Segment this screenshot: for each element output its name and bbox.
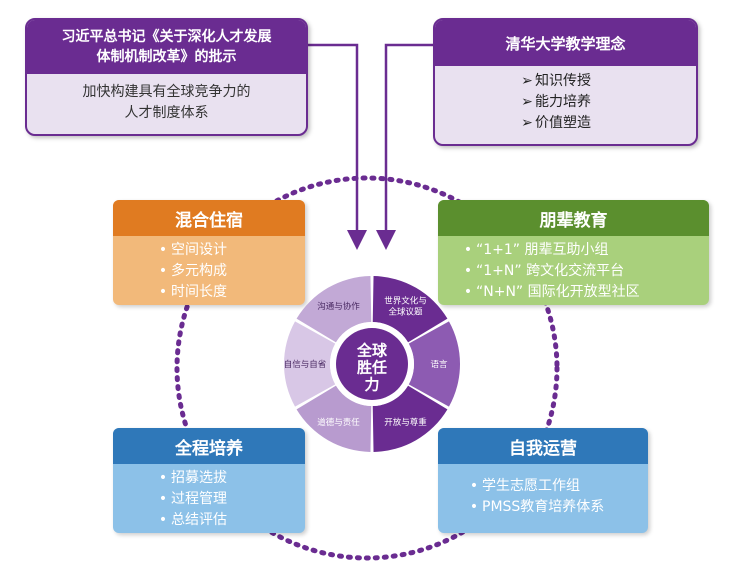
bullet-dot-icon: •: [158, 263, 168, 279]
directive-body: 加快构建具有全球竞争力的 人才制度体系: [27, 74, 306, 124]
wheel-segment: [296, 385, 372, 452]
bullet-dot-icon: •: [158, 512, 168, 528]
wheel-center: [336, 328, 408, 400]
wheel-segment-label: 自信与自省: [284, 359, 327, 370]
self-operation-header: 自我运营: [438, 428, 648, 464]
directive-header: 习近平总书记《关于深化人才发展 体制机制改革》的批示: [27, 20, 306, 74]
peer-education-header: 朋辈教育: [438, 200, 709, 236]
bullet-dot-icon: •: [158, 284, 168, 300]
wheel-segment-label: 世界文化与全球议题: [384, 295, 427, 317]
directive-body-line2: 人才制度体系: [124, 105, 209, 121]
bullet-dot-icon: •: [158, 242, 168, 258]
peer-education-title: 朋辈教育: [539, 210, 608, 231]
list-item: •招募选拔: [155, 468, 305, 489]
philosophy-list: ➢知识传授 ➢能力培养 ➢价值塑造: [435, 66, 696, 134]
wheel-segment-label: 道德与责任: [317, 417, 360, 428]
list-item: •时间长度: [155, 282, 305, 303]
wheel-segment: [284, 321, 336, 407]
mixed-housing-header: 混合住宿: [113, 200, 305, 236]
self-operation-title: 自我运营: [509, 438, 577, 459]
self-operation-list: •学生志愿工作组 •PMSS教育培养体系: [438, 464, 648, 518]
bullet-dot-icon: •: [463, 242, 473, 258]
whole-process-header: 全程培养: [113, 428, 305, 464]
wheel-segment: [408, 321, 460, 407]
directive-body-line1: 加快构建具有全球竞争力的: [82, 84, 251, 100]
list-item: •学生志愿工作组: [466, 476, 648, 497]
bullet-dot-icon: •: [469, 478, 479, 494]
philosophy-item: ➢价值塑造: [519, 113, 696, 134]
self-operation-box: 自我运营 •学生志愿工作组 •PMSS教育培养体系: [438, 428, 648, 533]
wheel-center-line2: 胜任: [357, 359, 387, 377]
whole-process-box: 全程培养 •招募选拔 •过程管理 •总结评估: [113, 428, 305, 533]
whole-process-title: 全程培养: [175, 438, 243, 459]
wheel-segment: [372, 385, 448, 452]
directive-box: 习近平总书记《关于深化人才发展 体制机制改革》的批示 加快构建具有全球竞争力的 …: [25, 18, 308, 136]
list-item: •PMSS教育培养体系: [466, 497, 648, 518]
wheel-segment-label: 语言: [430, 359, 448, 370]
mixed-housing-list: •空间设计 •多元构成 •时间长度: [113, 236, 305, 303]
philosophy-box: 清华大学教学理念 ➢知识传授 ➢能力培养 ➢价值塑造: [433, 18, 698, 146]
list-item: •空间设计: [155, 240, 305, 261]
philosophy-item: ➢能力培养: [519, 92, 696, 113]
wheel-center-line3: 力: [364, 376, 379, 394]
mixed-housing-box: 混合住宿 •空间设计 •多元构成 •时间长度: [113, 200, 305, 305]
wheel-segment: [296, 276, 372, 343]
arrow-left-connector: [308, 43, 367, 250]
list-item: •“N+N” 国际化开放型社区: [460, 282, 709, 303]
chevron-right-icon: ➢: [521, 115, 533, 131]
directive-title-line1: 习近平总书记《关于深化人才发展: [61, 29, 272, 45]
philosophy-title: 清华大学教学理念: [505, 34, 626, 53]
philosophy-item: ➢知识传授: [519, 71, 696, 92]
peer-education-box: 朋辈教育 •“1+1” 朋辈互助小组 •“1+N” 跨文化交流平台 •“N+N”…: [438, 200, 709, 305]
wheel-center-line1: 全球: [356, 342, 388, 360]
bullet-dot-icon: •: [158, 470, 168, 486]
chevron-right-icon: ➢: [521, 73, 533, 89]
philosophy-header: 清华大学教学理念: [435, 20, 696, 66]
wheel-segment: [372, 276, 448, 343]
arrow-right-connector: [376, 43, 433, 250]
mixed-housing-title: 混合住宿: [175, 210, 243, 231]
list-item: •过程管理: [155, 489, 305, 510]
peer-education-list: •“1+1” 朋辈互助小组 •“1+N” 跨文化交流平台 •“N+N” 国际化开…: [438, 236, 709, 303]
list-item: •多元构成: [155, 261, 305, 282]
directive-title-line2: 体制机制改革》的批示: [96, 49, 237, 65]
list-item: •“1+N” 跨文化交流平台: [460, 261, 709, 282]
chevron-right-icon: ➢: [521, 94, 533, 110]
bullet-dot-icon: •: [463, 284, 473, 300]
list-item: •“1+1” 朋辈互助小组: [460, 240, 709, 261]
list-item: •总结评估: [155, 510, 305, 531]
bullet-dot-icon: •: [469, 499, 479, 515]
bullet-dot-icon: •: [158, 491, 168, 507]
wheel-segment-label: 开放与尊重: [384, 417, 427, 428]
wheel-segment-label: 沟通与协作: [317, 300, 360, 311]
whole-process-list: •招募选拔 •过程管理 •总结评估: [113, 464, 305, 531]
dotted-orbit: [174, 175, 560, 561]
bullet-dot-icon: •: [463, 263, 473, 279]
